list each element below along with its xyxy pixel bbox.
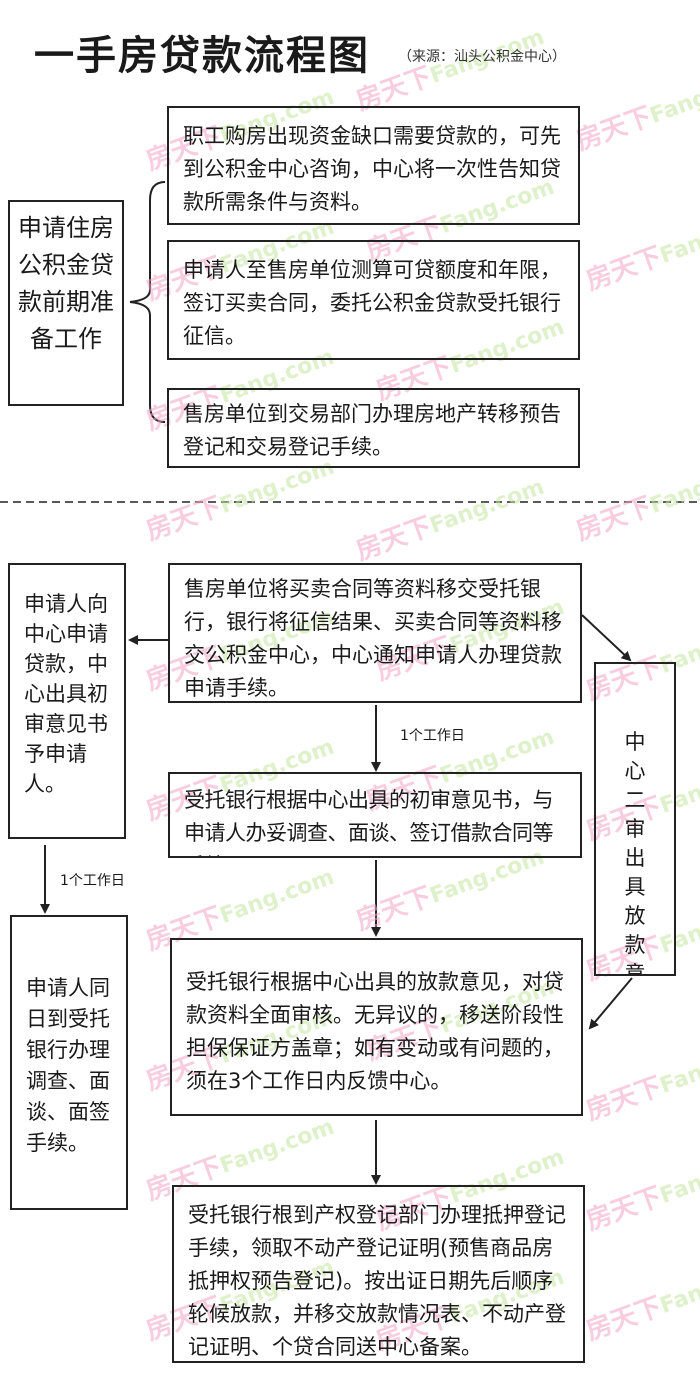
phase2-left-bottom: 申请人同日到受托银行办理调查、面谈、面签手续。 <box>10 915 128 1210</box>
phase2-left-bottom-text: 申请人同日到受托银行办理调查、面谈、面签手续。 <box>26 976 110 1155</box>
phase1-step-2: 申请人至售房单位测算可贷额度和年限，签订买卖合同，委托公积金贷款受托银行征信。 <box>167 240 580 360</box>
phase2-main-step-4-text: 受托银行根到产权登记部门办理抵押登记手续，领取不动产登记证明(预售商品房抵押权预… <box>188 1203 566 1359</box>
phase2-main-step-1-text: 售房单位将买卖合同等资料移交受托银行，银行将征信结果、买卖合同等资料移交公积金中… <box>184 577 562 700</box>
page-title: 一手房贷款流程图 <box>34 33 370 79</box>
phase2-right: 中心二审出具放款意见移交银行 <box>594 662 676 976</box>
phase2-main-step-2-text: 受托银行根据中心出具的初审意见书，与申请人办妥调查、面谈、签订借款合同等手续 <box>184 788 554 856</box>
label-one-workday-main: 1个工作日 <box>400 728 465 744</box>
phase1-label-box: 申请住房公积金贷款前期准备工作 <box>8 200 124 406</box>
phase2-main-step-2: 受托银行根据中心出具的初审意见书，与申请人办妥调查、面谈、签订借款合同等手续 <box>168 772 582 858</box>
arrow-right-to-main <box>588 977 633 1030</box>
phase1-step-2-text: 申请人至售房单位测算可贷额度和年限，签订买卖合同，委托公积金贷款受托银行征信。 <box>183 258 561 348</box>
phase2-main-step-4: 受托银行根到产权登记部门办理抵押登记手续，领取不动产登记证明(预售商品房抵押权预… <box>172 1185 585 1363</box>
phase1-step-1: 职工购房出现资金缺口需要贷款的，可先到公积金中心咨询，中心将一次性告知贷款所需条… <box>167 106 580 225</box>
phase2-main-step-3-text: 受托银行根据中心出具的放款意见，对贷款资料全面审核。无异议的，移送阶段性担保保证… <box>186 970 564 1093</box>
phase1-step-1-text: 职工购房出现资金缺口需要贷款的，可先到公积金中心咨询，中心将一次性告知贷款所需条… <box>183 124 561 214</box>
source-note: （来源：汕头公积金中心） <box>398 49 566 65</box>
phase1-step-3: 售房单位到交易部门办理房地产转移预告登记和交易登记手续。 <box>167 388 580 468</box>
phase2-right-text: 中心二审出具放款意见移交银行 <box>624 730 646 976</box>
phase2-left-top: 申请人向中心申请贷款，中心出具初审意见书予申请人。 <box>8 563 126 839</box>
phase1-label: 申请住房公积金贷款前期准备工作 <box>18 214 114 353</box>
phase2-main-step-3: 受托银行根据中心出具的放款意见，对贷款资料全面审核。无异议的，移送阶段性担保保证… <box>170 938 583 1116</box>
phase1-bracket <box>129 181 166 423</box>
phase1-step-3-text: 售房单位到交易部门办理房地产转移预告登记和交易登记手续。 <box>183 402 561 459</box>
arrow-main-to-right <box>581 614 632 662</box>
phase2-left-top-text: 申请人向中心申请贷款，中心出具初审意见书予申请人。 <box>24 592 108 796</box>
phase2-main-step-1: 售房单位将买卖合同等资料移交受托银行，银行将征信结果、买卖合同等资料移交公积金中… <box>168 563 582 703</box>
label-one-workday-left: 1个工作日 <box>60 873 125 889</box>
